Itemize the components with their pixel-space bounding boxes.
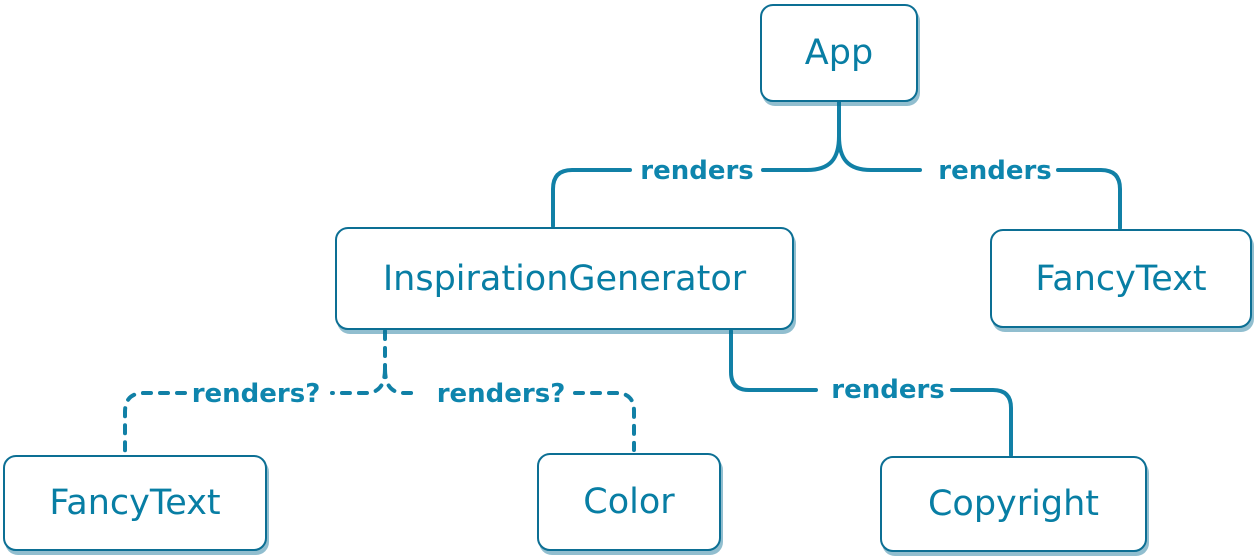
node-color-label: Color [583, 482, 675, 522]
edge-label-inspirationgenerator-color: renders? [436, 379, 566, 409]
edge-label-inspirationgenerator-copyright: renders [831, 375, 945, 405]
node-fancy-text-bottom-label: FancyText [49, 483, 221, 523]
node-inspiration-generator: InspirationGenerator [335, 227, 794, 330]
node-app-label: App [804, 33, 874, 73]
edge-label-app-inspirationgenerator: renders [640, 156, 754, 186]
node-color: Color [537, 453, 721, 551]
node-inspiration-generator-label: InspirationGenerator [382, 258, 747, 299]
edge-app-fancytext-line [837, 134, 1122, 230]
node-fancy-text-top: FancyText [990, 229, 1252, 328]
edge-inspirationgenerator-copyright-line [729, 329, 1013, 457]
edge-label-inspirationgenerator-fancytext: renders? [191, 379, 321, 409]
edge-inspirationgenerator-color-line [383, 367, 636, 452]
node-copyright: Copyright [880, 456, 1147, 552]
edge-label-app-fancytext: renders [938, 156, 1052, 186]
node-fancy-text-top-label: FancyText [1035, 258, 1207, 299]
node-app: App [760, 4, 918, 102]
node-copyright-label: Copyright [927, 484, 1100, 524]
node-fancy-text-bottom: FancyText [3, 455, 267, 551]
